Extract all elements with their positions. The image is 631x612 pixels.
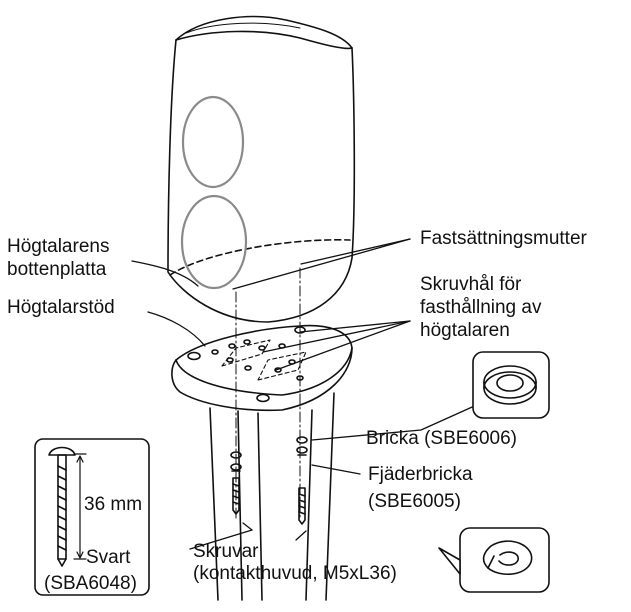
label-bottom-plate-1: Högtalarens	[7, 236, 110, 257]
screw-part-number: (SBA6048)	[44, 573, 137, 594]
assembly-axes	[235, 267, 301, 521]
speaker-enclosure	[167, 15, 356, 323]
label-nut: Fastsättningsmutter	[420, 228, 587, 249]
label-screws-1: Skruvar	[193, 541, 259, 562]
screw-color-text: Svart	[86, 547, 131, 568]
label-screws-2: (kontakthuvud, M5xL36)	[193, 563, 397, 584]
screw-detail-inset	[34, 438, 150, 596]
lower-driver	[180, 194, 248, 290]
right-screw-stack	[296, 436, 308, 525]
label-stand: Högtalarstöd	[7, 297, 115, 318]
washer-inset	[472, 351, 550, 419]
label-bottom-plate-2: bottenplatta	[7, 259, 107, 280]
stand-top-plate	[171, 324, 353, 412]
label-holes-2: fasthållning av	[420, 297, 542, 318]
stand-column	[209, 392, 335, 601]
screw-length-text: 36 mm	[84, 494, 142, 515]
label-holes-1: Skruvhål för	[420, 274, 522, 295]
leader-lines	[131, 238, 491, 550]
label-holes-3: högtalaren	[420, 320, 510, 341]
label-spring-washer-1: Fjäderbricka	[368, 464, 473, 485]
label-washer: Bricka (SBE6006)	[366, 428, 518, 449]
left-screw-stack	[230, 451, 242, 515]
label-spring-washer-2: (SBE6005)	[368, 491, 461, 512]
upper-driver	[181, 95, 245, 189]
spring-washer-inset	[438, 527, 550, 593]
